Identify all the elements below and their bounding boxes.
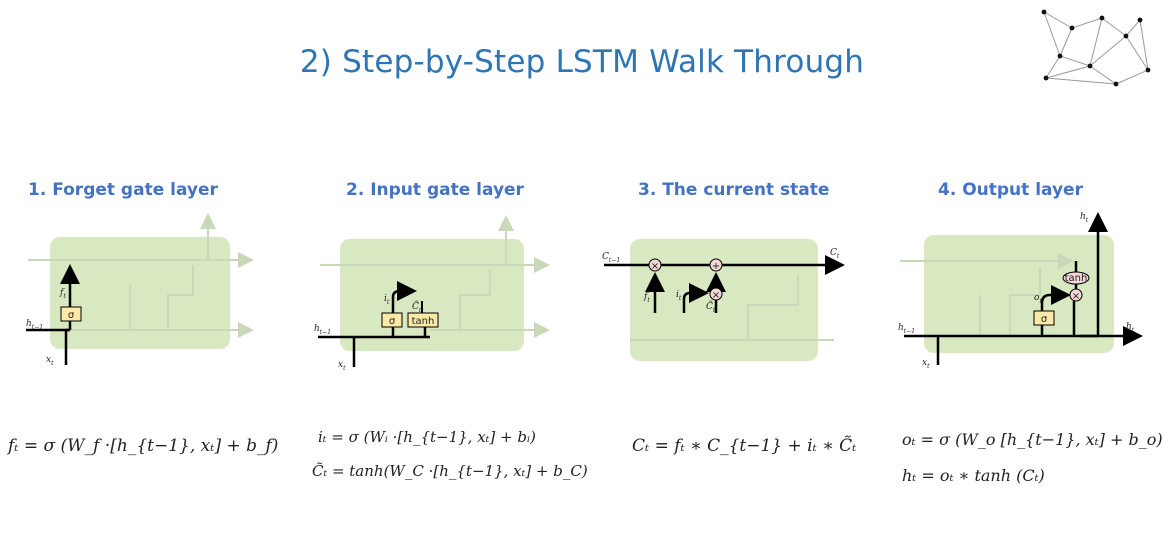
output-layer-diagram: tanh × σ ht−1 xt ht ht ot — [898, 212, 1143, 370]
i-arrow — [682, 283, 709, 313]
svg-text:+: + — [712, 261, 720, 272]
sigma-gate-label: σ — [1041, 314, 1048, 325]
network-graph-logo — [1041, 9, 1151, 87]
label-i: it — [676, 290, 682, 302]
sigma-gate-label: σ — [389, 316, 396, 327]
label-x: xt — [46, 355, 54, 367]
panel-title-input: 2. Input gate layer — [346, 180, 524, 200]
label-h-prev: ht−1 — [26, 319, 43, 331]
add-op — [709, 258, 723, 272]
i-arrow — [391, 281, 417, 313]
multiply-op — [1069, 288, 1083, 302]
tanh-op — [1062, 271, 1090, 285]
label-i: it — [384, 294, 390, 306]
label-h-right: ht — [1126, 322, 1135, 334]
sigma-gate — [1033, 310, 1055, 326]
multiply-op — [648, 258, 662, 272]
equation-output-2: hₜ = oₜ ∗ tanh (Cₜ) — [902, 466, 1045, 485]
label-x: xt — [922, 358, 930, 370]
sigma-gate — [381, 312, 403, 328]
cell-box — [630, 239, 818, 361]
label-h-prev: ht−1 — [314, 324, 331, 336]
panel-title-forget: 1. Forget gate layer — [28, 180, 218, 200]
current-state-diagram: × + × Ct−1 Ct ft it C̃t — [602, 239, 845, 361]
panel-title-output: 4. Output layer — [938, 180, 1083, 200]
sigma-gate — [60, 306, 82, 322]
tanh-gate-label: tanh — [412, 316, 435, 327]
label-c-prev: Ct−1 — [602, 252, 620, 264]
multiply-op-input — [709, 287, 723, 301]
equation-input-2: C̃ₜ = tanh(W_C ·[h_{t−1}, xₜ] + b_C) — [312, 462, 588, 480]
label-f: ft — [643, 292, 650, 304]
tanh-gate — [407, 312, 439, 328]
label-h-prev: ht−1 — [898, 323, 915, 335]
slide-title: 2) Step-by-Step LSTM Walk Through — [299, 44, 865, 80]
label-o: ot — [1034, 293, 1042, 305]
svg-text:×: × — [712, 290, 720, 301]
forget-gate-diagram: σ ht−1 xt ft — [26, 213, 254, 367]
cell-box — [50, 237, 230, 349]
svg-text:×: × — [1072, 291, 1080, 302]
label-c: Ct — [830, 248, 840, 260]
label-h-top: ht — [1080, 212, 1089, 224]
equation-forget: fₜ = σ (W_f ·[h_{t−1}, xₜ] + b_f) — [8, 436, 279, 456]
cell-box — [340, 239, 524, 351]
label-c-tilde: C̃t — [412, 300, 422, 314]
o-arrow — [1040, 285, 1071, 321]
sigma-gate-label: σ — [68, 310, 75, 321]
equation-output-1: oₜ = σ (W_o [h_{t−1}, xₜ] + b_o) — [902, 430, 1163, 449]
label-x: xt — [338, 360, 346, 372]
svg-text:×: × — [651, 261, 659, 272]
svg-text:tanh: tanh — [1065, 273, 1088, 284]
equation-input-1: iₜ = σ (Wᵢ ·[h_{t−1}, xₜ] + bᵢ) — [318, 428, 536, 446]
input-gate-diagram: σ tanh ht−1 xt it C̃t — [314, 215, 550, 372]
label-f: ft — [59, 288, 66, 300]
label-c-tilde: C̃t — [706, 300, 716, 314]
equation-current-state: Cₜ = fₜ ∗ C_{t−1} + iₜ ∗ C̃ₜ — [632, 436, 857, 456]
panel-title-current-state: 3. The current state — [638, 180, 830, 200]
